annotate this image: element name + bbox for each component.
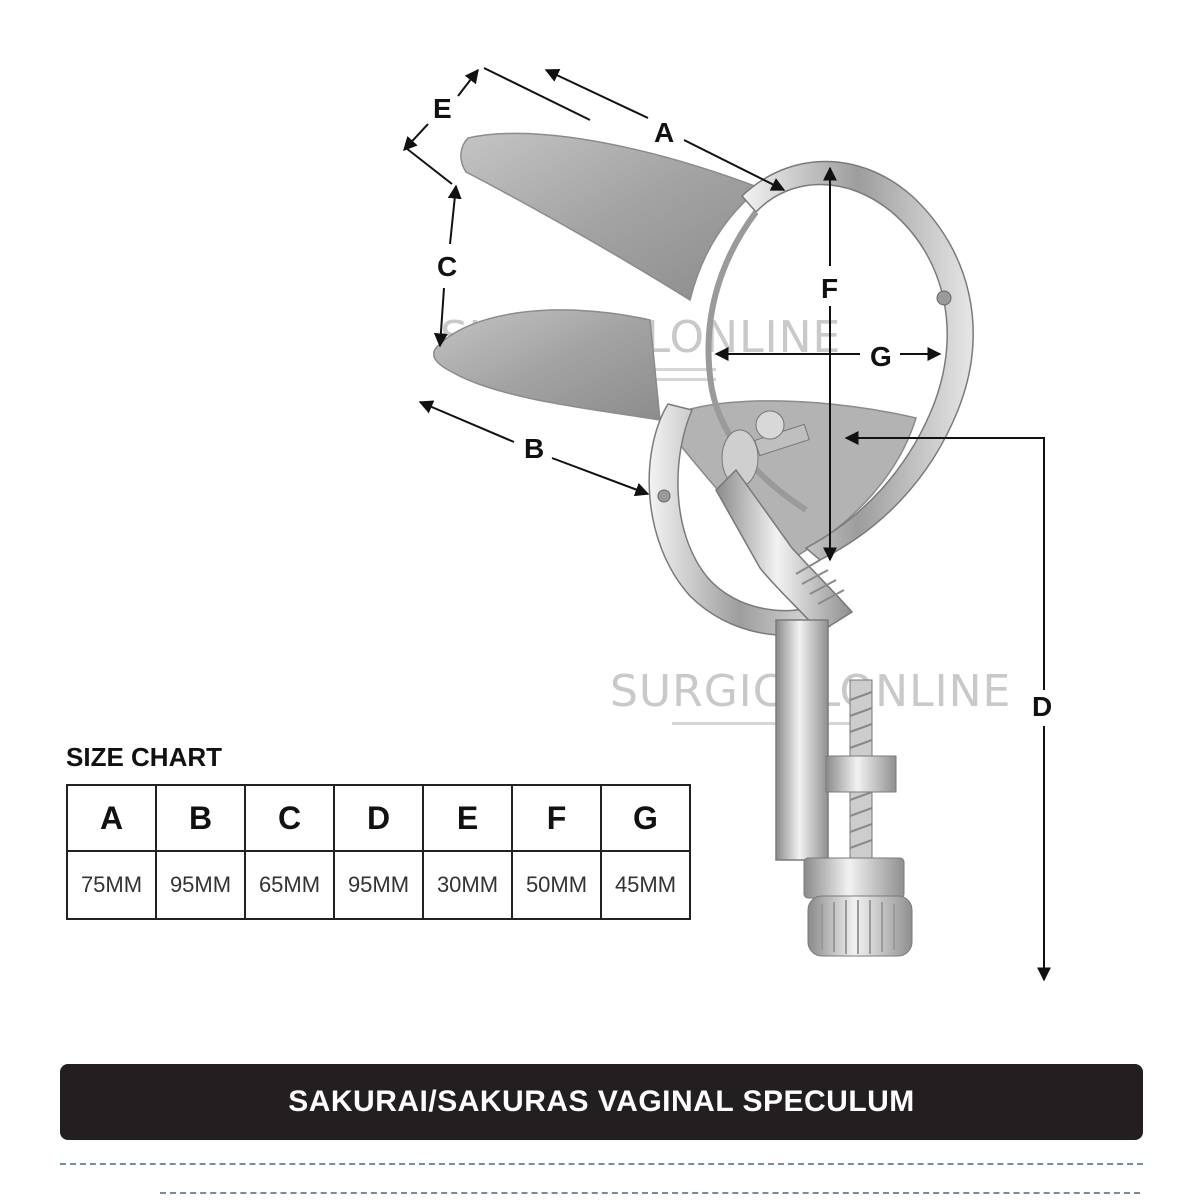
dimension-letters: A B C D E F G: [433, 93, 1052, 722]
value-a: 75MM: [66, 850, 157, 920]
lever-grip-ridges: [795, 559, 845, 605]
dim-line-c-bottom: [433, 287, 448, 348]
knurled-knob: [807, 895, 913, 957]
dimension-arrows: [403, 67, 1051, 982]
dim-label-g: G: [870, 341, 892, 372]
clamp-block-upper: [825, 755, 897, 793]
dim-line-b-right: [551, 457, 650, 497]
dim-line-e-bottom: [403, 123, 429, 152]
knob-knurling: [821, 900, 895, 954]
rod-threads: [849, 691, 873, 849]
handle-shank: [775, 619, 829, 861]
dashed-divider-bottom: [160, 1192, 1140, 1194]
column-header-a: A: [66, 784, 157, 852]
size-chart-heading: SIZE CHART: [66, 742, 222, 772]
dim-line-a-left: [544, 69, 649, 119]
dim-label-e: E: [433, 93, 452, 124]
dim-line-e-top: [457, 68, 479, 97]
collar-rivet: [657, 489, 671, 503]
value-c: 65MM: [244, 850, 335, 920]
ring-frame: [740, 160, 974, 561]
size-chart-table: A B C D E F G 75MM 95MM 65MM 95MM 30MM 5…: [66, 784, 691, 920]
value-e: 30MM: [422, 850, 513, 920]
column-header-d: D: [333, 784, 424, 852]
column-header-b: B: [155, 784, 246, 852]
product-title: SAKURAI/SAKURAS VAGINAL SPECULUM: [288, 1085, 915, 1118]
dashed-divider-top: [60, 1163, 1143, 1165]
ring-inner-edge: [705, 210, 808, 513]
lower-blade: [432, 309, 661, 421]
value-g: 45MM: [600, 850, 691, 920]
dim-label-c: C: [437, 251, 457, 282]
pivot-rivet: [936, 290, 952, 306]
dim-label-b: B: [524, 433, 544, 464]
column-header-g: G: [600, 784, 691, 852]
dim-label-a: A: [654, 117, 674, 148]
dim-extension-e-c: [405, 147, 453, 185]
upper-blade: [460, 132, 762, 302]
size-chart-header-row: A B C D E F G: [66, 784, 691, 852]
size-chart-value-row: 75MM 95MM 65MM 95MM 30MM 50MM 45MM: [66, 850, 691, 920]
watermark-rule-lower: [672, 722, 872, 725]
clamp-block-lower: [803, 857, 905, 899]
dim-extension-e-a: [483, 67, 591, 121]
dim-label-d: D: [1032, 691, 1052, 722]
dim-line-a-right: [683, 139, 786, 191]
column-header-c: C: [244, 784, 335, 852]
column-header-e: E: [422, 784, 513, 852]
value-b: 95MM: [155, 850, 246, 920]
dim-label-f: F: [821, 273, 838, 304]
value-f: 50MM: [511, 850, 602, 920]
thumb-screw-washer: [755, 410, 785, 440]
product-title-bar: SAKURAI/SAKURAS VAGINAL SPECULUM: [60, 1064, 1143, 1140]
lower-cup: [658, 400, 917, 561]
column-header-f: F: [511, 784, 602, 852]
dim-line-c-top: [447, 184, 462, 245]
dim-line-d-top: [844, 431, 1045, 690]
value-d: 95MM: [333, 850, 424, 920]
dim-line-b-left: [418, 400, 515, 443]
